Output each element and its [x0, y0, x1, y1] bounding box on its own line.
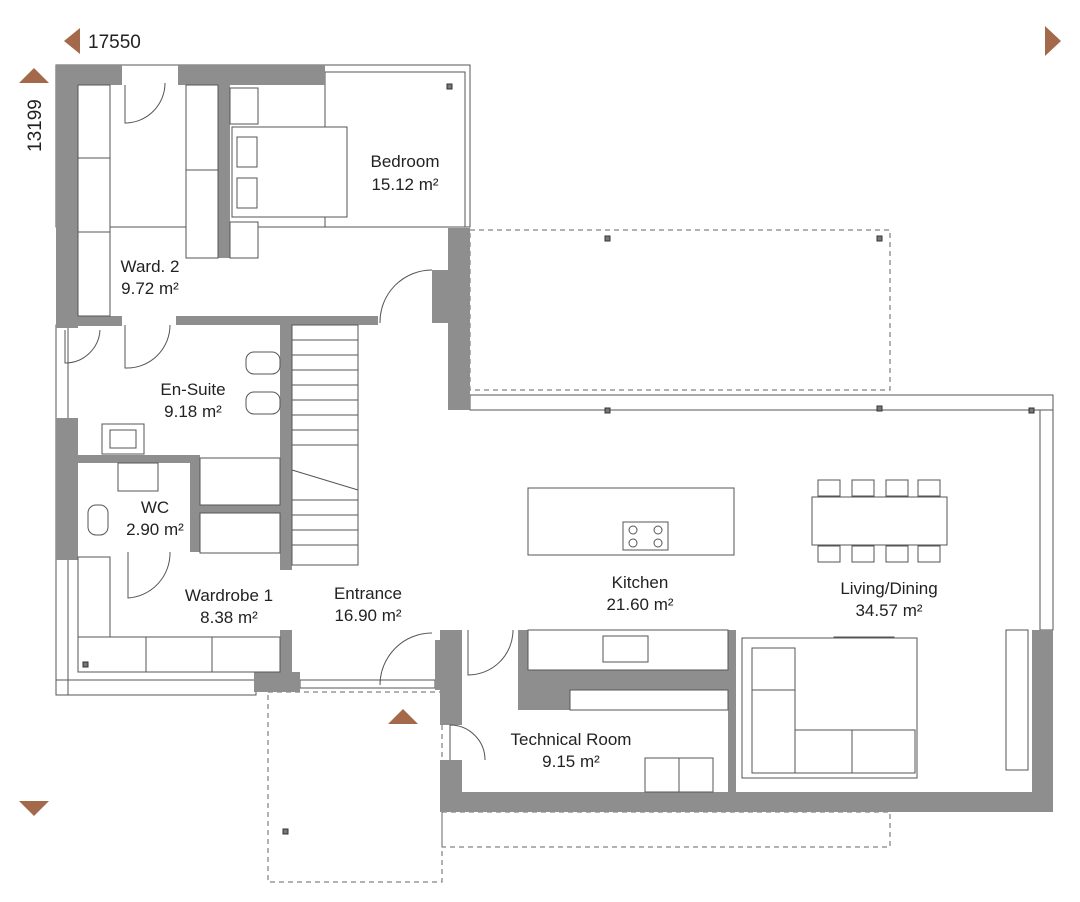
room-area: 34.57 m² [855, 601, 922, 620]
arrow-left-icon[interactable] [64, 28, 80, 54]
room-name: Ward. 2 [121, 257, 180, 276]
room-area: 21.60 m² [606, 595, 673, 614]
corner-sofa [751, 647, 916, 774]
room-wardrobe-2: Ward. 2 9.72 m² [121, 257, 180, 298]
entrance-canopy-outline [267, 691, 443, 883]
room-area: 8.38 m² [200, 608, 258, 627]
entrance-marker-icon [388, 709, 418, 724]
room-name: Technical Room [511, 730, 632, 749]
room-name: WC [141, 498, 169, 517]
depth-dimension: 13199 [25, 99, 46, 152]
bidet [245, 391, 281, 415]
terrace-outline [469, 229, 891, 391]
room-area: 2.90 m² [126, 520, 184, 539]
kitchen-sink [602, 635, 649, 663]
room-en-suite: En-Suite 9.18 m² [160, 380, 225, 421]
room-living-dining: Living/Dining 34.57 m² [840, 579, 937, 620]
furniture [77, 84, 1029, 793]
room-wardrobe-1: Wardrobe 1 8.38 m² [185, 586, 273, 627]
room-entrance: Entrance 16.90 m² [334, 584, 402, 625]
bathtub [199, 457, 281, 506]
dining-table [811, 496, 948, 546]
walls [56, 65, 1053, 812]
room-technical-room: Technical Room 9.15 m² [511, 730, 632, 771]
tv-unit [1005, 629, 1029, 771]
arrow-up-icon[interactable] [19, 68, 49, 83]
room-name: Bedroom [371, 152, 440, 171]
room-name: Entrance [334, 584, 402, 603]
window-line [55, 679, 257, 696]
room-name: En-Suite [160, 380, 225, 399]
room-area: 15.12 m² [371, 175, 438, 194]
room-name: Kitchen [612, 573, 669, 592]
room-area: 16.90 m² [334, 606, 401, 625]
arrow-right-icon[interactable] [1045, 26, 1061, 56]
room-area: 9.15 m² [542, 752, 600, 771]
room-area: 9.72 m² [121, 279, 179, 298]
room-wc: WC 2.90 m² [126, 498, 184, 539]
arrow-down-icon[interactable] [19, 801, 49, 816]
room-name: Wardrobe 1 [185, 586, 273, 605]
room-area: 9.18 m² [164, 402, 222, 421]
terrace-outline [441, 811, 891, 848]
window-line [1039, 409, 1054, 631]
window-line [299, 679, 436, 689]
width-dimension: 17550 [88, 32, 141, 53]
room-kitchen: Kitchen 21.60 m² [606, 573, 673, 614]
columns [82, 83, 1035, 835]
doors [64, 82, 514, 761]
window-line [469, 394, 1054, 411]
toilet [245, 351, 281, 375]
room-name: Living/Dining [840, 579, 937, 598]
room-bedroom: Bedroom 15.12 m² [371, 152, 440, 194]
